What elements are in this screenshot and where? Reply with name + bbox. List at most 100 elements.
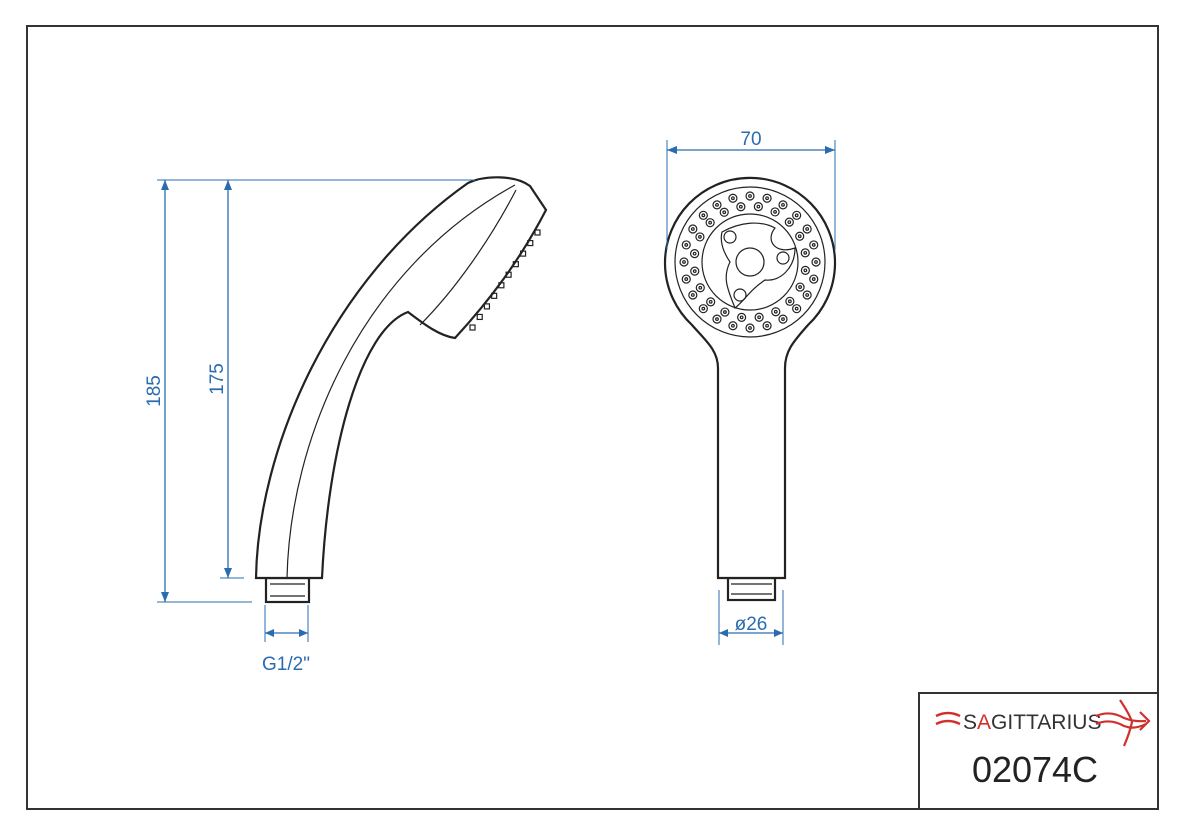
nozzle-icon: [692, 251, 697, 256]
nozzle-icon: [736, 202, 746, 212]
nozzle-icon: [800, 265, 810, 275]
nozzle-icon: [720, 307, 730, 317]
nozzle-icon: [684, 243, 689, 247]
nozzle-icon: [698, 235, 702, 239]
nozzle-icon: [811, 243, 816, 247]
nozzle-icon: [794, 213, 799, 218]
side-nozzle-icon: [483, 303, 491, 310]
nozzle-icon: [712, 314, 722, 324]
title-block: [918, 692, 1159, 810]
side-handle-outline: [254, 176, 548, 580]
side-nozzle-icon: [512, 261, 519, 268]
nozzle-icon: [803, 250, 808, 255]
nozzle-icon: [692, 269, 697, 274]
nozzle-icon: [805, 293, 810, 297]
nozzle-icon: [728, 321, 738, 331]
nozzle-icon: [723, 310, 727, 314]
dimension-total-height: 185: [144, 179, 475, 603]
dim-label-175: 175: [207, 363, 228, 395]
svg-text:SAGITTARIUS: SAGITTARIUS: [963, 711, 1101, 734]
nozzle-icon: [778, 314, 788, 324]
side-nozzle-icon: [469, 324, 476, 331]
nozzle-icon: [745, 191, 755, 201]
nozzle-icon: [809, 240, 819, 250]
nozzle-icon: [814, 260, 818, 264]
nozzle-icon: [748, 326, 752, 330]
nozzle-icon: [794, 306, 799, 311]
dim-label-thread: G1/2": [262, 654, 310, 675]
nozzle-icon: [800, 248, 810, 258]
nozzle-icon: [719, 207, 729, 217]
nozzle-icon: [701, 213, 706, 218]
nozzle-icon: [708, 220, 713, 225]
nozzle-icon: [765, 196, 769, 201]
nozzle-icon: [728, 193, 738, 203]
nozzle-icon: [698, 210, 708, 220]
nozzle-icon: [797, 234, 802, 239]
nozzle-icon: [690, 249, 700, 259]
brand-logo: SAGITTARIUS: [935, 699, 1151, 747]
nozzle-icon: [695, 283, 705, 293]
nozzle-icon: [771, 307, 781, 317]
side-nozzle-icon: [476, 313, 483, 321]
dim-label-70: 70: [740, 129, 761, 150]
nozzle-icon: [773, 210, 777, 214]
nozzle-icon: [705, 218, 715, 228]
nozzle-icon: [781, 202, 785, 207]
dim-label-185: 185: [144, 375, 165, 407]
nozzle-icon: [778, 200, 788, 210]
nozzle-icon: [715, 202, 719, 207]
side-nozzle-icon: [519, 250, 527, 257]
side-nozzle-icon: [491, 292, 498, 299]
nozzle-icon: [748, 194, 752, 198]
nozzle-icon: [773, 309, 778, 314]
nozzle-icon: [787, 220, 792, 225]
nozzle-icon: [737, 312, 747, 322]
nozzle-icon: [715, 317, 719, 322]
side-nozzle-icon: [498, 282, 505, 289]
drawing-frame: [26, 25, 1159, 810]
brand-s: S: [963, 711, 977, 734]
nozzle-icon: [762, 193, 772, 203]
side-nozzle-icon: [527, 239, 534, 247]
nozzle-icon: [802, 224, 812, 234]
nozzle-icon: [731, 196, 735, 201]
nozzle-icon: [798, 285, 802, 289]
nozzle-icon: [681, 274, 691, 284]
brand-a: A: [977, 711, 991, 734]
nozzle-icon: [688, 224, 698, 234]
front-connector: [726, 576, 777, 602]
nozzle-icon: [754, 312, 764, 322]
nozzle-icon: [688, 290, 698, 300]
front-view: [663, 176, 837, 602]
nozzle-icon: [690, 266, 700, 276]
nozzle-icon: [811, 257, 821, 267]
nozzle-icon: [706, 297, 716, 307]
nozzle-icon: [795, 282, 805, 292]
dim-label-diameter: ø26: [735, 614, 768, 635]
nozzle-icon: [805, 227, 810, 231]
nozzle-icon: [701, 306, 706, 311]
nozzle-icon: [682, 260, 686, 264]
nozzle-icon: [756, 204, 761, 209]
side-nozzle-icon: [505, 271, 512, 278]
dimension-width: 70: [666, 129, 836, 250]
nozzle-icon: [787, 299, 792, 304]
nozzle-icon: [809, 274, 819, 284]
nozzle-icon: [731, 323, 735, 328]
nozzle-icon: [811, 277, 816, 281]
nozzle-icon: [698, 285, 703, 290]
dimension-thread: G1/2": [262, 605, 310, 675]
side-view: [254, 176, 548, 604]
nozzle-icon: [792, 210, 802, 220]
nozzle-icon: [785, 296, 795, 306]
nozzle-icon: [738, 204, 743, 209]
nozzle-icon: [762, 321, 772, 331]
nozzle-icon: [784, 217, 794, 227]
nozzle-icon: [792, 304, 802, 314]
nozzle-icon: [753, 202, 763, 212]
side-connector: [264, 576, 311, 604]
nozzle-icon: [745, 323, 755, 333]
nozzle-icon: [795, 231, 805, 241]
